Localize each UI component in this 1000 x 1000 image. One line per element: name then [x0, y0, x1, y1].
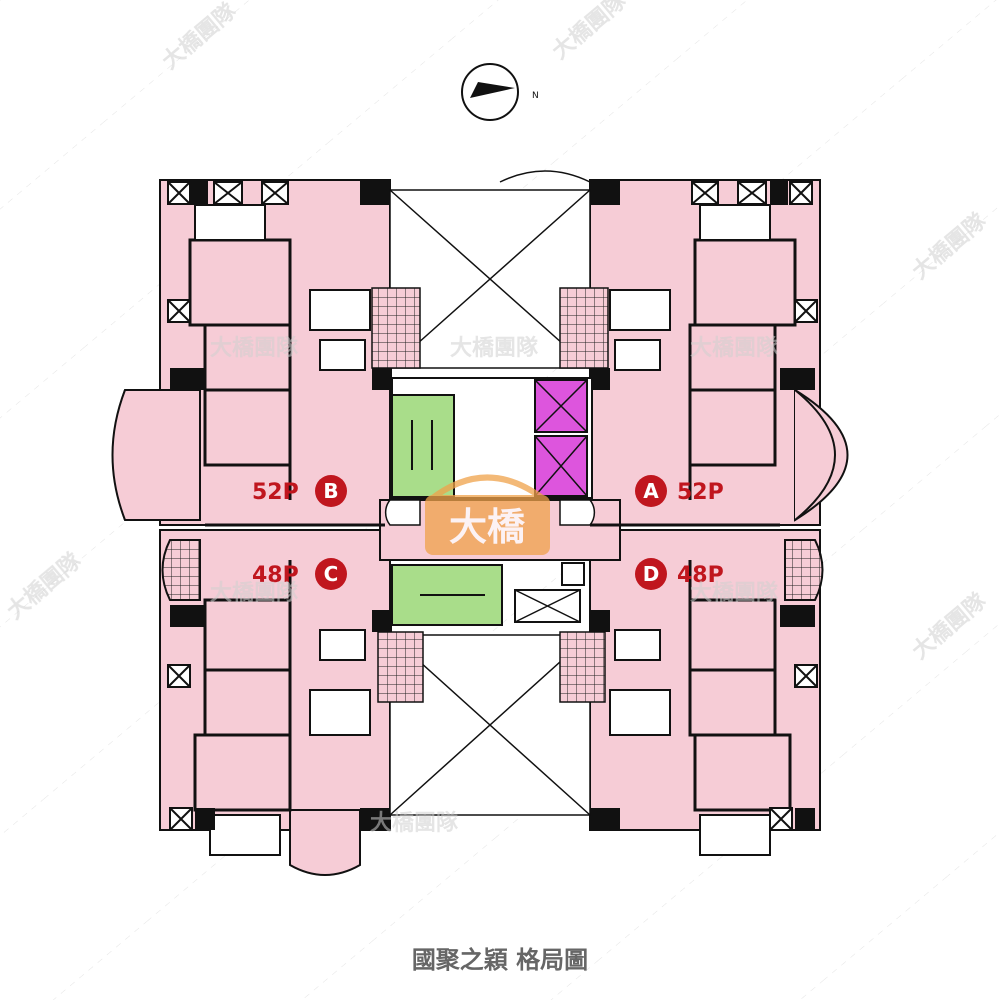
room-partitions — [188, 238, 797, 812]
unit-letter-d: D — [643, 562, 660, 586]
unit-label-c: 48P C — [252, 558, 347, 590]
unit-letter-a: A — [643, 479, 659, 503]
unit-letter-c: C — [324, 562, 339, 586]
unit-size-c: 48P — [252, 563, 299, 588]
watermark-text: 大橋團隊 — [210, 335, 299, 361]
service-shafts — [167, 181, 818, 831]
balconies — [371, 287, 609, 703]
columns — [170, 180, 815, 830]
unit-letter-b: B — [323, 479, 338, 503]
light-wells — [389, 170, 591, 816]
logo-text: 大橋 — [449, 505, 525, 549]
unit-label-a: A 52P — [635, 475, 724, 507]
watermark-text: 大橋團隊 — [690, 580, 779, 606]
watermark-text: 大橋團隊 — [210, 580, 299, 606]
compass: N — [461, 63, 539, 121]
watermark-text: 大橋團隊 — [450, 335, 539, 361]
unit-size-a: 52P — [677, 480, 724, 505]
watermark-text: 大橋團隊 — [370, 810, 459, 836]
plan-caption: 國聚之穎 格局圖 — [411, 946, 589, 974]
unit-label-d: D 48P — [635, 558, 724, 590]
center-logo: 大橋 — [425, 474, 550, 555]
unit-size-d: 48P — [677, 563, 724, 588]
bathrooms — [194, 204, 771, 856]
unit-size-b: 52P — [252, 480, 299, 505]
unit-label-b: 52P B — [252, 475, 347, 507]
compass-north-label: N — [532, 91, 539, 101]
bay-windows — [111, 388, 849, 876]
watermark-text: 大橋團隊 — [690, 335, 779, 361]
